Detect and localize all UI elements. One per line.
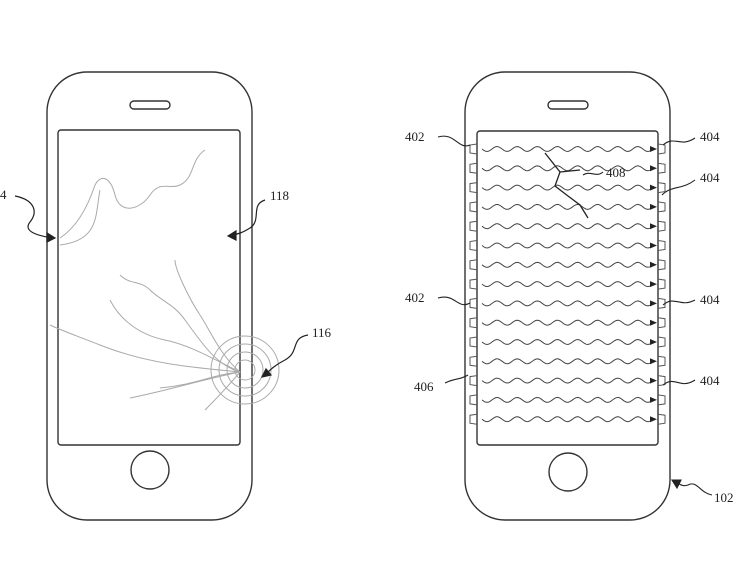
emitter-transducer — [469, 278, 478, 290]
wave-line — [481, 338, 651, 346]
receiver-transducer — [657, 201, 666, 213]
wave-arrowhead — [650, 281, 657, 288]
wave-line — [481, 300, 651, 307]
receiver-transducer — [657, 240, 666, 251]
emitter-transducer — [469, 162, 478, 174]
left-phone-body — [46, 71, 253, 521]
receiver-transducer — [657, 259, 666, 271]
left-phone-screen — [57, 129, 241, 446]
emitter-transducer — [469, 317, 478, 329]
wave-arrowhead — [650, 358, 657, 365]
wave-arrowhead — [650, 203, 657, 210]
wave-line — [481, 396, 651, 403]
emitter-transducer — [469, 259, 478, 271]
right-phone — [464, 71, 671, 521]
receiver-transducer — [657, 162, 666, 174]
emitter-transducer — [469, 394, 478, 406]
emitter-transducer — [469, 143, 478, 155]
label-wave: 406 — [414, 379, 434, 394]
label-emitter-middle: 402 — [405, 290, 425, 305]
emitter-transducer — [469, 336, 478, 348]
wave-line — [481, 184, 651, 191]
left-speaker-icon — [129, 100, 171, 110]
wave-arrowhead — [650, 416, 657, 423]
wave-line — [481, 203, 651, 210]
left-home-button — [130, 450, 170, 490]
label-device: 102 — [714, 490, 734, 505]
wave-arrowhead — [650, 377, 657, 384]
label-receiver-lower: 404 — [700, 373, 720, 388]
wave-arrowhead — [650, 146, 657, 152]
label-receiver-top: 404 — [700, 129, 720, 144]
label-receiver-second: 404 — [700, 170, 720, 185]
right-leader-lines — [437, 135, 713, 496]
wave-line — [481, 242, 651, 249]
receiver-transducer — [657, 317, 666, 329]
right-home-button — [548, 452, 588, 492]
wave-arrowhead — [650, 242, 657, 249]
left-crack-lines — [49, 149, 280, 411]
wave-arrowhead — [650, 319, 657, 326]
receiver-transducer — [657, 355, 666, 367]
wave-arrowhead — [650, 300, 657, 307]
receiver-transducer — [657, 394, 666, 406]
receiver-transducer — [657, 220, 666, 232]
wave-arrowhead — [650, 339, 657, 345]
wave-line — [481, 165, 651, 172]
wave-arrowhead — [650, 396, 657, 403]
label-emitter-top: 402 — [405, 129, 425, 144]
emitter-transducer — [469, 297, 478, 309]
wave-line — [481, 358, 651, 365]
crack-path — [544, 152, 589, 219]
wave-line — [481, 416, 651, 423]
wave-line — [481, 223, 651, 230]
wave-line — [481, 377, 651, 384]
wave-line — [481, 281, 651, 288]
label-crack: 408 — [606, 165, 626, 180]
receiver-transducer — [657, 413, 666, 425]
right-phone-screen — [476, 130, 659, 446]
right-speaker-icon — [547, 100, 589, 110]
receiver-transducer — [657, 182, 666, 194]
wave-line — [481, 319, 651, 326]
receiver-transducer — [657, 375, 666, 387]
receiver-transducer — [657, 278, 666, 290]
receiver-transducer — [657, 143, 666, 155]
wave-line — [481, 261, 651, 268]
label-receiver-middle: 404 — [700, 292, 720, 307]
wave-arrowhead — [650, 261, 657, 268]
emitter-transducer — [469, 375, 478, 387]
emitter-transducer — [469, 201, 478, 213]
left-phone — [46, 71, 253, 521]
left-leader-lines — [14, 195, 309, 378]
wave-arrowhead — [650, 223, 657, 230]
label-edge-ref: 4 — [0, 187, 7, 202]
right-phone-body — [464, 71, 671, 521]
label-impact-ref: 116 — [312, 325, 332, 340]
emitter-transducer — [469, 220, 478, 232]
emitter-transducer — [469, 355, 478, 367]
receiver-transducer — [657, 297, 666, 309]
emitter-transducer — [469, 413, 478, 425]
receiver-transducer — [657, 336, 666, 348]
wave-arrowhead — [650, 184, 657, 191]
emitter-transducer — [469, 240, 478, 251]
wave-rows — [469, 143, 666, 425]
wave-line — [481, 145, 651, 153]
wave-arrowhead — [650, 165, 657, 172]
label-screen-ref: 118 — [270, 188, 289, 203]
emitter-transducer — [469, 182, 478, 194]
